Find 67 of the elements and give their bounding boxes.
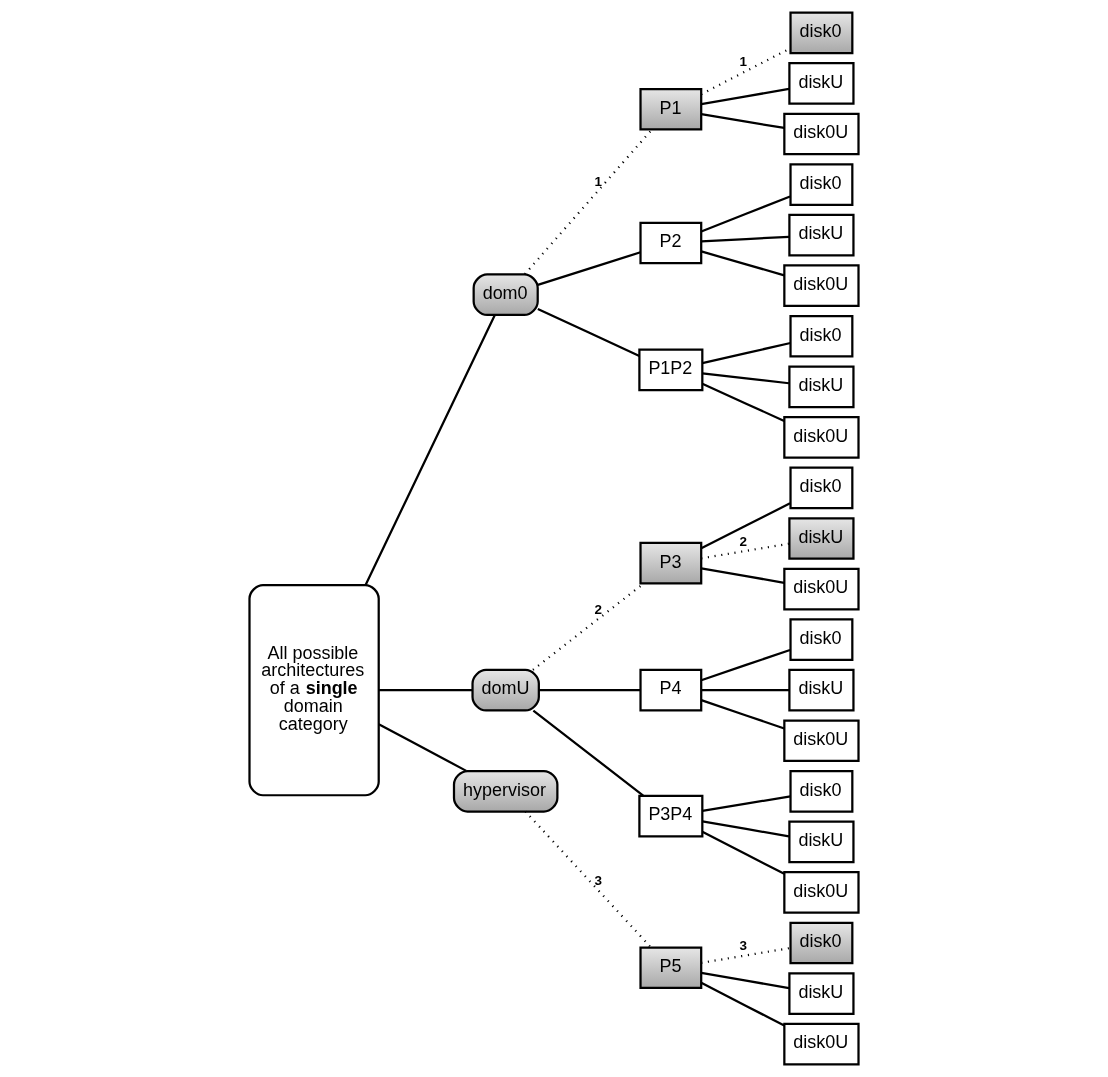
edge-label: 1 <box>739 54 747 70</box>
node-box: disk0U <box>783 719 860 763</box>
node-box: disk0 <box>789 769 854 813</box>
connector <box>524 810 652 948</box>
connector <box>701 830 785 875</box>
node-box: domU <box>471 668 540 712</box>
node-box: diskU <box>788 517 855 560</box>
edge-label: 2 <box>739 533 747 549</box>
node-box: disk0 <box>789 618 854 661</box>
node-box: disk0U <box>783 871 860 914</box>
connector <box>701 87 790 106</box>
node-box: disk0U <box>783 1022 860 1066</box>
edge-label: 1 <box>594 174 602 190</box>
node-box: disk0 <box>789 466 854 510</box>
node-box: disk0U <box>783 416 860 459</box>
edge-label: 3 <box>594 873 602 889</box>
node-box: P3 <box>639 541 703 585</box>
connector <box>378 689 473 692</box>
connector <box>700 981 785 1027</box>
node-box: All possible architectures of a single domain category <box>248 584 380 797</box>
connector <box>701 567 785 584</box>
node-box: dom0 <box>472 273 539 317</box>
connector <box>702 341 791 365</box>
connector <box>701 946 791 964</box>
node-box: P1 <box>639 87 703 131</box>
node-box: diskU <box>788 820 855 864</box>
connector <box>532 709 644 797</box>
node-box: P1P2 <box>638 348 704 392</box>
connector <box>537 308 640 357</box>
node-box: P3P4 <box>638 794 704 838</box>
node-box: disk0 <box>789 921 854 965</box>
node-box: diskU <box>788 213 855 257</box>
connector <box>700 195 791 233</box>
connector <box>701 689 789 692</box>
node-box: diskU <box>788 62 855 105</box>
connector <box>701 971 790 990</box>
connector <box>701 113 785 130</box>
node-box: disk0U <box>783 567 860 611</box>
node-box: disk0 <box>789 11 854 55</box>
node-box: disk0 <box>789 163 854 206</box>
connector <box>701 235 790 243</box>
connector <box>524 128 653 275</box>
node-box: diskU <box>788 668 855 712</box>
connector <box>700 502 791 550</box>
connector <box>701 382 785 422</box>
connector <box>700 250 785 277</box>
connector <box>539 689 641 692</box>
connector <box>537 251 641 286</box>
connector <box>702 372 790 385</box>
connector <box>701 542 790 560</box>
node-box: P2 <box>639 221 703 265</box>
node-box: hypervisor <box>452 769 559 813</box>
connector <box>702 820 790 838</box>
node-box: diskU <box>788 972 855 1015</box>
node-box: disk0U <box>783 112 860 156</box>
node-box: diskU <box>788 365 855 409</box>
node-box: P4 <box>639 668 703 712</box>
edge-label: 2 <box>594 602 602 618</box>
connector <box>364 314 496 586</box>
connector <box>700 699 785 730</box>
connector <box>700 648 791 682</box>
node-box: disk0 <box>789 314 854 358</box>
node-box: disk0U <box>783 264 860 308</box>
node-box: P5 <box>639 946 703 990</box>
connector <box>702 795 791 813</box>
edge-label: 3 <box>739 938 747 954</box>
connector <box>378 723 467 772</box>
